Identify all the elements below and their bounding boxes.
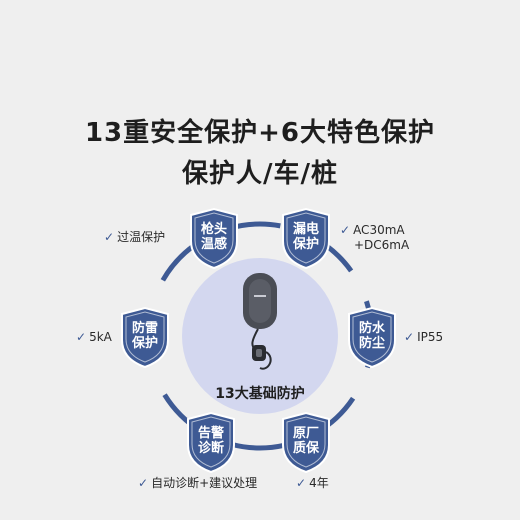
note-diagnosis-text: 自动诊断+建议处理 — [151, 476, 258, 490]
shield-label-gun-head-temperature: 枪头 温感 — [200, 222, 227, 252]
check-icon: ✓ — [340, 223, 351, 237]
shield-lightning-protection — [121, 306, 169, 369]
headline-line-2: 保护人/车/桩 — [182, 159, 338, 189]
shield-label-lightning-protection: 防雷 保护 — [131, 321, 158, 351]
shield-leakage-protection — [282, 207, 330, 270]
shield-label-waterproof-dustproof: 防水 防尘 — [358, 321, 385, 351]
shield-alarm-diagnosis — [187, 411, 235, 474]
note-leakage-line2: +DC6mA — [354, 238, 410, 252]
shield-label-alarm-diagnosis: 告警 诊断 — [197, 426, 224, 456]
note-warranty-text: 4年 — [309, 476, 329, 490]
check-icon: ✓ — [404, 330, 415, 344]
headline-line-1: 13重安全保护+6大特色保护 — [84, 118, 436, 148]
note-ip: ✓IP55 — [404, 330, 443, 345]
note-surge-text: 5kA — [89, 330, 112, 344]
check-icon: ✓ — [296, 476, 307, 490]
note-leakage-line1: AC30mA — [353, 223, 405, 237]
shield-factory-warranty — [282, 411, 330, 474]
shield-waterproof-dustproof — [348, 306, 396, 369]
charger-device-icon — [243, 273, 277, 370]
check-icon: ✓ — [104, 230, 115, 244]
center-label: 13大基础防护 — [215, 386, 305, 402]
shield-label-leakage-protection: 漏电 保护 — [292, 222, 319, 252]
note-overheat-text: 过温保护 — [117, 230, 166, 244]
note-diagnosis: ✓自动诊断+建议处理 — [138, 476, 257, 491]
check-icon: ✓ — [138, 476, 149, 490]
note-surge: ✓5kA — [76, 330, 112, 345]
note-warranty: ✓4年 — [296, 476, 329, 491]
shield-gun-head-temperature — [190, 207, 238, 270]
check-icon: ✓ — [76, 330, 87, 344]
note-ip-text: IP55 — [417, 330, 444, 344]
center-disc — [182, 258, 338, 414]
shield-label-factory-warranty: 原厂 质保 — [292, 426, 319, 456]
note-leakage: ✓AC30mA +DC6mA — [340, 223, 409, 253]
note-overheat: ✓过温保护 — [104, 230, 165, 245]
